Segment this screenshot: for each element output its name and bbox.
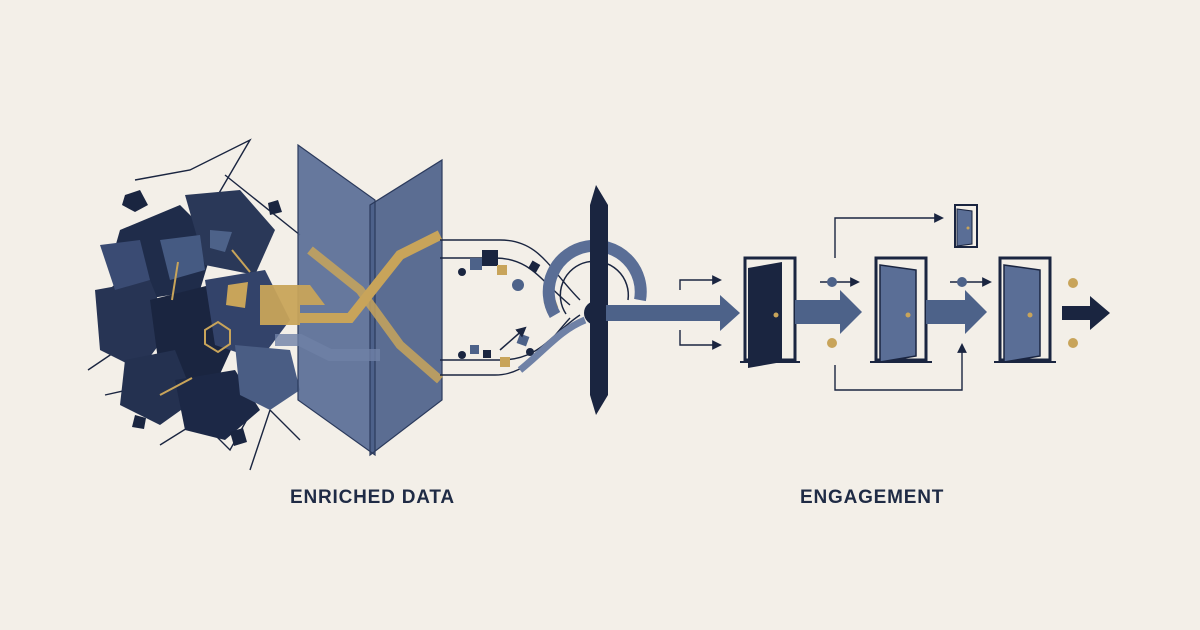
door-icon — [994, 256, 1056, 363]
arrow-icon — [1062, 296, 1110, 330]
convergence-ring-icon — [542, 185, 740, 415]
door-icon — [740, 256, 800, 368]
engagement-label: ENGAGEMENT — [800, 487, 945, 508]
data-stream-icon — [260, 230, 443, 384]
arrow-icon — [926, 290, 987, 334]
enriched-data-label: ENRICHED DATA — [290, 487, 455, 508]
arrow-icon — [834, 213, 967, 391]
arrow-icon — [795, 290, 862, 334]
door-icon — [954, 204, 978, 248]
door-icon — [870, 256, 932, 363]
filter-panel-icon — [297, 143, 443, 457]
